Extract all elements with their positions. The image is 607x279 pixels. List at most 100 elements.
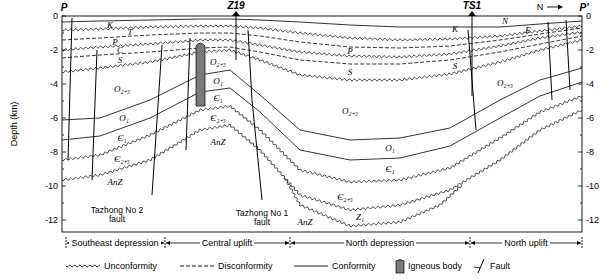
region-name: Southeast depression	[69, 238, 160, 248]
stratum-label: Є₂₊₃	[114, 152, 129, 165]
stratum-label: P	[112, 37, 118, 47]
fault-line	[92, 50, 97, 180]
horizon-line	[285, 178, 462, 227]
stratum-label: O₂₊₃	[210, 55, 226, 68]
depth-tick	[62, 135, 64, 136]
legend-disconformity	[180, 266, 214, 267]
bracket-arrow	[285, 241, 289, 245]
depth-tick	[62, 16, 66, 17]
igneous-body	[196, 43, 205, 106]
fault-line	[68, 18, 72, 160]
depth-tick	[62, 186, 66, 187]
bracket-arrow	[166, 241, 170, 245]
stratum-label: O₂₊₃	[342, 104, 358, 117]
depth-tick	[62, 33, 64, 34]
bracket-arrow	[291, 241, 295, 245]
region-name: North uplift	[502, 238, 550, 248]
depth-tick	[578, 220, 582, 221]
depth-value: -6	[586, 113, 594, 123]
depth-tick	[578, 152, 582, 153]
depth-tick	[578, 16, 582, 17]
legend-fault	[478, 259, 484, 273]
horizon-line	[62, 36, 582, 64]
bracket-arrow	[465, 241, 469, 245]
depth-tick	[62, 101, 64, 102]
horizon-line	[62, 82, 582, 160]
legend-conformity	[294, 266, 328, 267]
legend-text: Igneous body	[408, 261, 462, 271]
region-divider	[66, 237, 67, 249]
horizon-line	[62, 110, 582, 211]
region-divider	[290, 237, 291, 249]
bracket-arrow	[471, 241, 475, 245]
depth-tick	[578, 50, 582, 51]
depth-tick	[62, 84, 66, 85]
stratum-label: O₂₊₃	[497, 76, 513, 89]
north-arrow-head	[558, 5, 563, 10]
stratum-label: AnZ	[107, 177, 122, 187]
fault-line	[152, 45, 162, 195]
stratum-label: AnZ	[297, 217, 312, 227]
stratum-label: P	[347, 46, 353, 56]
horizon-line	[62, 39, 582, 81]
fault-line	[248, 30, 262, 200]
legend-unconformity	[66, 265, 100, 267]
region-divider	[165, 237, 166, 249]
legend-fault-tick	[474, 267, 480, 268]
fault-name: Tazhong No 1 fault	[235, 209, 289, 228]
depth-value: 0	[53, 11, 58, 21]
depth-tick	[580, 203, 582, 204]
depth-value: -4	[586, 79, 594, 89]
region-name: North depression	[344, 238, 417, 248]
fault-line	[186, 38, 190, 150]
legend-text: Conformity	[332, 261, 376, 271]
depth-tick	[578, 118, 582, 119]
well-line	[472, 16, 473, 96]
depth-value: -10	[586, 181, 599, 191]
stratum-label: O₁	[385, 143, 395, 153]
stratum-label: Є₁	[385, 164, 394, 174]
legend-text: Unconformity	[104, 261, 157, 271]
fault-line	[548, 22, 552, 100]
stratum-label: Z₁	[356, 212, 364, 222]
axis-title: Depth (km)	[9, 102, 19, 147]
stratum-label: O₂₊₃	[114, 82, 130, 95]
depth-value: -8	[586, 147, 594, 157]
north-label: N	[537, 2, 544, 12]
depth-tick	[62, 118, 66, 119]
stratum-label: K	[107, 20, 113, 30]
well-name: TS1	[463, 0, 481, 11]
stratum-label: Є₂₊₃	[337, 190, 352, 203]
depth-tick	[580, 67, 582, 68]
well-symbol	[468, 11, 476, 16]
horizon-line	[62, 96, 582, 183]
depth-value: -2	[586, 45, 594, 55]
well-line	[236, 16, 237, 60]
horizon-line	[62, 25, 582, 41]
region-divider	[582, 237, 583, 249]
stratum-label: AnZ	[210, 137, 225, 147]
depth-value: -4	[50, 79, 58, 89]
stratum-label: K	[452, 24, 458, 34]
legend-igneous	[396, 260, 404, 274]
depth-tick	[62, 220, 66, 221]
stratum-label: S	[348, 67, 353, 77]
well-symbol	[232, 11, 240, 16]
stratum-label: N	[502, 16, 508, 26]
depth-value: -6	[50, 113, 58, 123]
depth-tick	[580, 135, 582, 136]
depth-value: -10	[45, 181, 58, 191]
stratum-label: Є₁	[213, 93, 222, 103]
fault-name: Tazhong No 2 fault	[90, 206, 144, 225]
region-divider	[470, 237, 471, 249]
depth-tick	[62, 67, 64, 68]
section-end: P'	[579, 2, 588, 13]
depth-tick	[580, 101, 582, 102]
horizon-line	[62, 32, 582, 58]
stratum-label: S	[453, 61, 458, 71]
depth-tick	[62, 152, 66, 153]
depth-value: -8	[50, 147, 58, 157]
depth-tick	[580, 169, 582, 170]
stratum-label: T	[127, 27, 132, 37]
